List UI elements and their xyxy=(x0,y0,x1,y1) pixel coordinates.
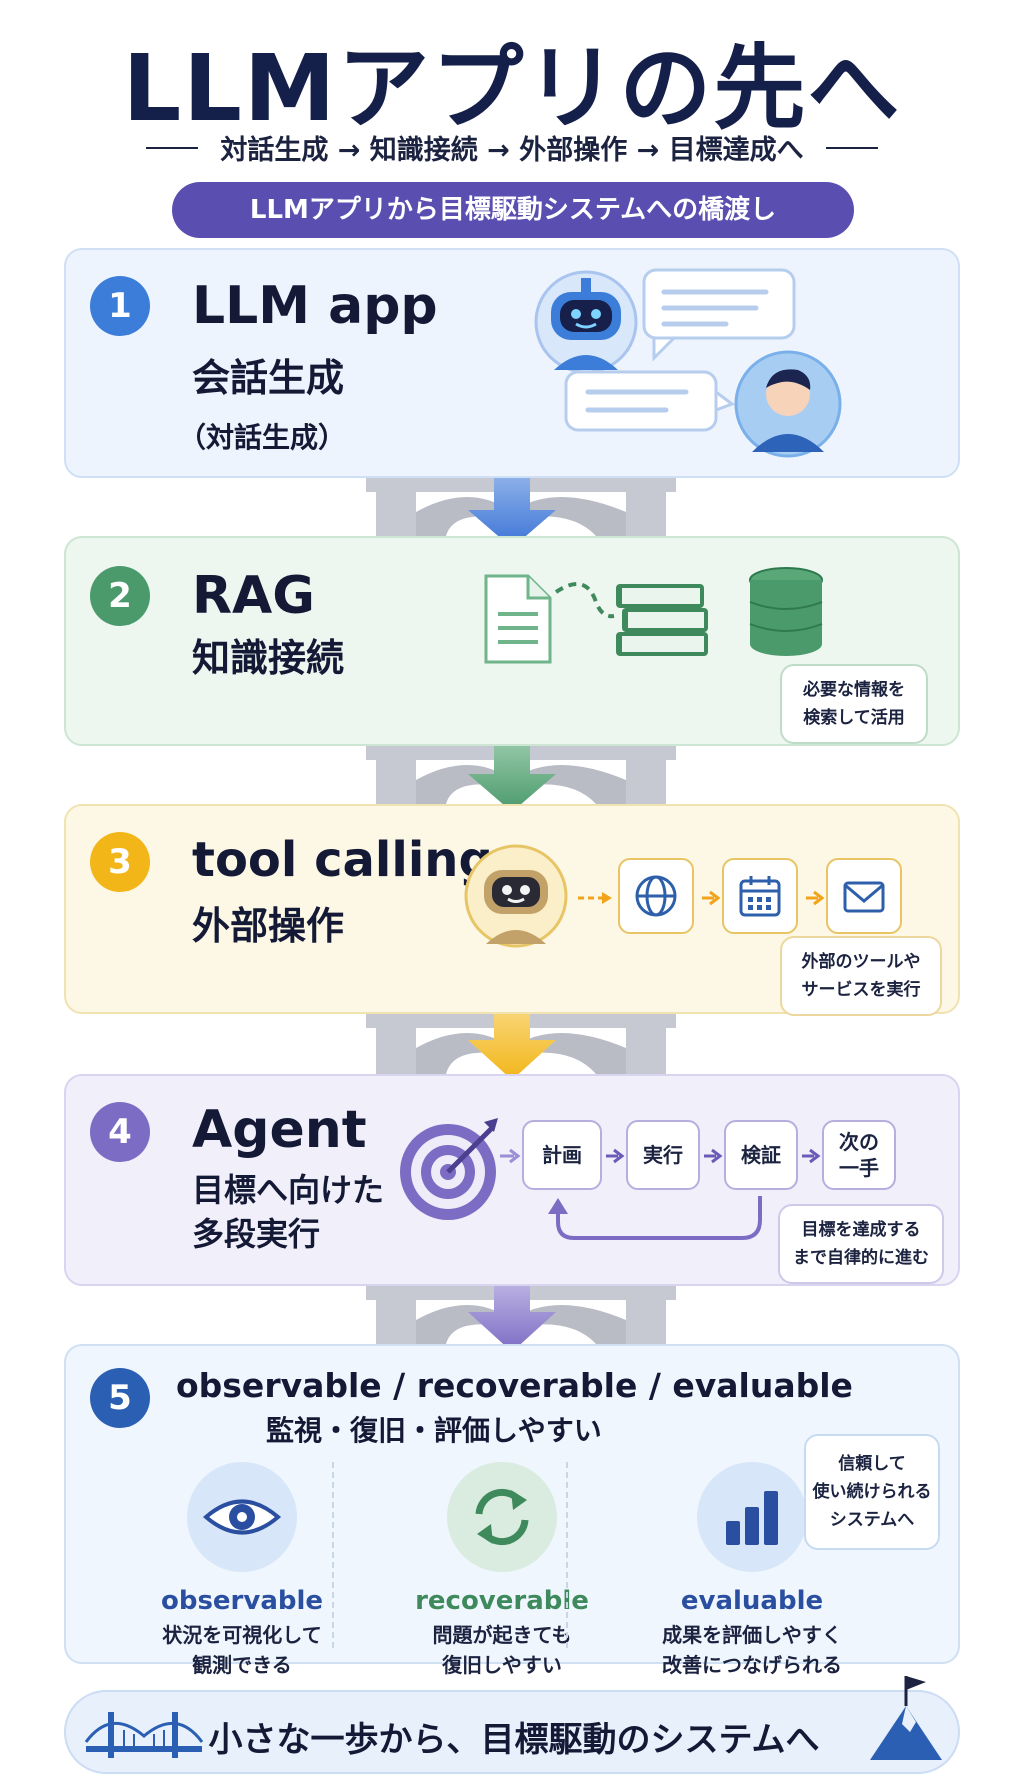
step-number-badge: 1 xyxy=(90,276,150,336)
chat-bubble-icon xyxy=(564,370,736,432)
flow-step-next: 次の 一手 xyxy=(822,1120,896,1190)
subtitle: 対話生成 → 知識接続 → 外部操作 → 目標達成へ xyxy=(220,135,804,166)
right-rule xyxy=(825,146,878,149)
arrow-right-icon xyxy=(704,1148,723,1164)
step-card-rag: 2 RAG 知識接続 必要な情報を 検索して活用 xyxy=(64,536,960,746)
flow-step-next-line: 次の xyxy=(839,1130,879,1154)
globe-icon xyxy=(635,875,677,917)
subtitle-row: 対話生成 → 知識接続 → 外部操作 → 目標達成へ xyxy=(0,128,1024,167)
step-title-en: Agent xyxy=(192,1100,367,1160)
speech-bubble: 目標を達成する まで自律的に進む xyxy=(778,1204,944,1284)
step-note: （対話生成） xyxy=(178,421,347,454)
bridge-icon xyxy=(366,1014,676,1074)
mail-icon xyxy=(843,881,885,913)
bridge-icon xyxy=(366,478,676,536)
bubble-line: サービスを実行 xyxy=(801,980,921,1000)
bubble-line: まで自律的に進む xyxy=(793,1248,929,1268)
step-title-en: observable / recoverable / evaluable xyxy=(176,1366,853,1405)
bridge-icon xyxy=(366,1286,676,1344)
loop-arrow-icon xyxy=(548,1196,762,1240)
step-title-ja: 監視・復旧・評価しやすい xyxy=(266,1414,602,1447)
step-number-badge: 4 xyxy=(90,1102,150,1162)
bubble-line: 必要な情報を xyxy=(803,680,905,700)
step-title-en: RAG xyxy=(192,566,315,626)
banner-pill: LLMアプリから目標駆動システムへの橋渡し xyxy=(172,182,854,238)
bubble-line: 使い続けられる xyxy=(812,1482,932,1502)
quality-item-desc: 改善につなげられる xyxy=(662,1653,842,1677)
bubble-line: 検索して活用 xyxy=(803,708,905,728)
calendar-button[interactable] xyxy=(722,858,798,934)
divider xyxy=(332,1462,334,1648)
quality-item-evaluable: evaluable 成果を評価しやすく 改善につなげられる xyxy=(632,1462,872,1680)
step-card-llm-app: 1 LLM app 会話生成 （対話生成） xyxy=(64,248,960,478)
arrow-right-icon xyxy=(606,1148,625,1164)
quality-item-recoverable: recoverable 問題が起きても 復旧しやすい xyxy=(382,1462,622,1680)
mail-button[interactable] xyxy=(826,858,902,934)
arrow-right-icon xyxy=(802,1148,821,1164)
step-card-quality: 5 observable / recoverable / evaluable 監… xyxy=(64,1344,960,1677)
flow-step-next-line: 一手 xyxy=(839,1156,879,1180)
arrow-right-icon xyxy=(578,892,612,904)
quality-item-name: recoverable xyxy=(415,1586,589,1616)
speech-bubble: 信頼して 使い続けられる システムへ xyxy=(804,1434,940,1550)
step-title-ja-line: 多段実行 xyxy=(192,1215,321,1253)
flow-step-execute: 実行 xyxy=(626,1120,700,1190)
footer-banner: 小さな一歩から、目標駆動のシステムへ xyxy=(64,1676,960,1774)
page-title: LLMアプリの先へ xyxy=(122,35,902,142)
chat-illustration xyxy=(534,268,842,458)
eye-icon xyxy=(187,1462,297,1572)
speech-bubble: 必要な情報を 検索して活用 xyxy=(780,664,928,744)
step-title-ja: 会話生成 xyxy=(192,356,345,400)
left-rule xyxy=(146,146,199,149)
robot-avatar-icon xyxy=(534,270,638,374)
globe-button[interactable] xyxy=(618,858,694,934)
step-card-agent: 4 Agent 目標へ向けた 多段実行 計画 実行 検証 次の 一手 目標を達成… xyxy=(64,1074,960,1286)
quality-item-desc: 観測できる xyxy=(192,1653,292,1677)
flow-step-verify: 検証 xyxy=(724,1120,798,1190)
bubble-line: 外部のツールや xyxy=(801,952,921,972)
quality-item-name: evaluable xyxy=(680,1586,824,1616)
arrow-right-icon xyxy=(806,890,825,906)
divider xyxy=(566,1462,568,1648)
bar-chart-icon xyxy=(697,1462,807,1572)
quality-item-desc: 問題が起きても xyxy=(432,1623,572,1647)
document-icon xyxy=(484,574,552,664)
quality-item-desc: 状況を可視化して xyxy=(162,1623,322,1647)
arrow-right-icon xyxy=(702,890,721,906)
mountain-flag-icon xyxy=(870,1676,942,1760)
database-icon xyxy=(749,567,823,656)
calendar-icon xyxy=(739,876,781,917)
step-title-ja: 知識接続 xyxy=(192,636,345,680)
step-title-ja-line: 目標へ向けた xyxy=(192,1171,385,1209)
knowledge-illustration xyxy=(484,574,708,664)
step-title-ja: 外部操作 xyxy=(192,904,345,948)
bridge-icon xyxy=(366,746,676,804)
step-number-badge: 5 xyxy=(90,1368,150,1428)
arrow-right-icon xyxy=(500,1148,521,1164)
target-icon xyxy=(400,1118,498,1220)
step-title-en: LLM app xyxy=(192,276,438,336)
quality-item-desc: 成果を評価しやすく xyxy=(662,1623,842,1647)
refresh-icon xyxy=(447,1462,557,1572)
quality-item-observable: observable 状況を可視化して 観測できる xyxy=(122,1462,362,1680)
bubble-line: 目標を達成する xyxy=(801,1220,921,1240)
speech-bubble: 外部のツールや サービスを実行 xyxy=(780,936,942,1016)
step-title-en: tool calling xyxy=(192,832,493,888)
robot-avatar-icon xyxy=(464,844,568,948)
bubble-line: 信頼して xyxy=(838,1454,906,1474)
books-icon xyxy=(616,584,708,656)
bridge-icon xyxy=(84,1712,204,1758)
user-avatar-icon xyxy=(734,350,842,458)
flow-step-plan: 計画 xyxy=(522,1120,602,1190)
bubble-line: システムへ xyxy=(829,1510,915,1530)
quality-item-name: observable xyxy=(160,1586,324,1616)
footer-text: 小さな一歩から、目標駆動のシステムへ xyxy=(208,1720,820,1760)
quality-item-desc: 復旧しやすい xyxy=(442,1653,562,1677)
step-number-badge: 2 xyxy=(90,566,150,626)
step-number-badge: 3 xyxy=(90,832,150,892)
chat-bubble-icon xyxy=(642,268,796,362)
step-card-tool-calling: 3 tool calling 外部操作 xyxy=(64,804,960,1016)
